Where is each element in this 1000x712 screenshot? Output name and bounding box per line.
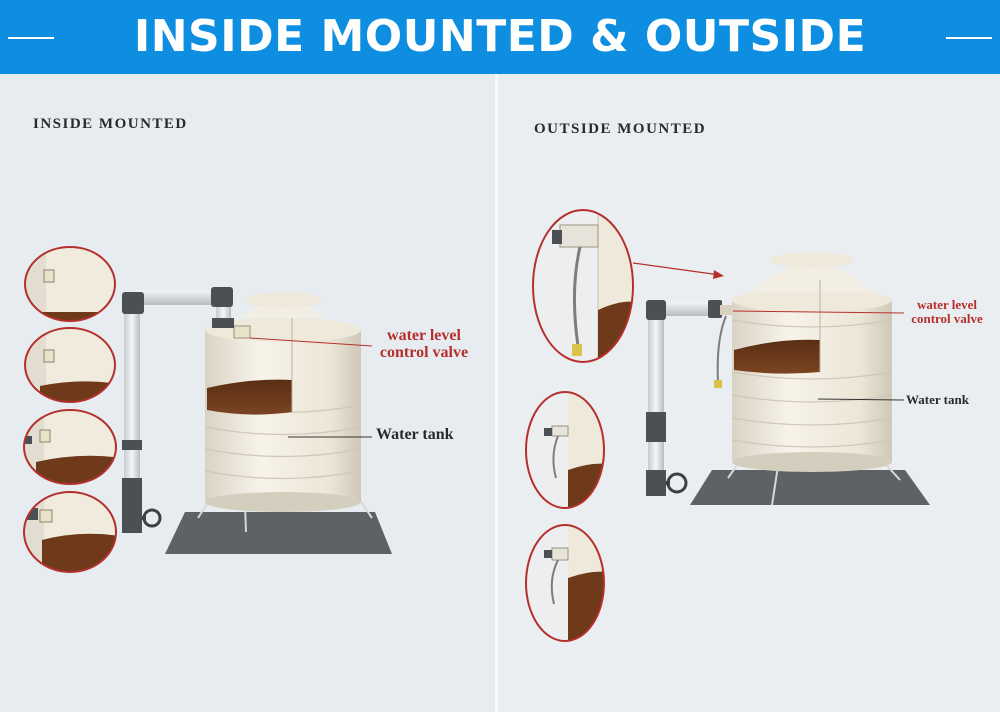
right-valve-label-line1: water level (916, 297, 978, 312)
left-water-tank (204, 292, 362, 512)
callout-arrow (632, 262, 721, 276)
inside-callout-3 (23, 409, 117, 485)
right-tank-label: Water tank (906, 392, 969, 407)
outside-mounted-heading: OUTSIDE MOUNTED (534, 121, 707, 137)
panel-divider (495, 74, 498, 712)
outside-mounted-diagram (525, 209, 930, 642)
right-valve-label: water level control valve (900, 298, 994, 325)
right-valve-leader (732, 310, 905, 314)
inside-callout-2 (24, 327, 116, 403)
inside-mounted-heading: INSIDE MOUNTED (33, 116, 188, 132)
banner-left-rule (8, 37, 54, 39)
title-banner: INSIDE MOUNTED & OUTSIDE MOUNTED (0, 0, 1000, 136)
left-valve-label: water level control valve (368, 327, 480, 362)
right-valve-label-line2: control valve (911, 310, 983, 326)
left-tank-water (207, 379, 292, 415)
left-tank-label: Water tank (376, 426, 454, 443)
left-inlet-pipe (122, 287, 234, 533)
outside-callout-large (532, 209, 634, 363)
right-tank-base (690, 470, 930, 505)
outside-callout-2 (525, 391, 605, 509)
right-tank-water (734, 339, 820, 374)
left-gate-valve-wheel (142, 508, 162, 528)
left-valve-label-line2: control valve (379, 343, 469, 361)
inside-callout-1 (24, 246, 116, 322)
right-water-tank (731, 252, 893, 472)
right-tank-leader (817, 398, 905, 401)
left-valve-leader (249, 337, 373, 347)
inside-callout-4 (23, 491, 117, 573)
left-valve-label-line1: water level (387, 327, 461, 344)
inside-mounted-diagram (23, 246, 392, 573)
outside-callout-3 (525, 524, 605, 642)
left-tank-base (165, 512, 392, 554)
callout-arrow-head (713, 270, 724, 279)
right-inlet-pipe (646, 300, 732, 496)
right-gate-valve-wheel (666, 472, 688, 494)
banner-right-rule (946, 37, 992, 39)
left-valve-body (233, 325, 251, 339)
